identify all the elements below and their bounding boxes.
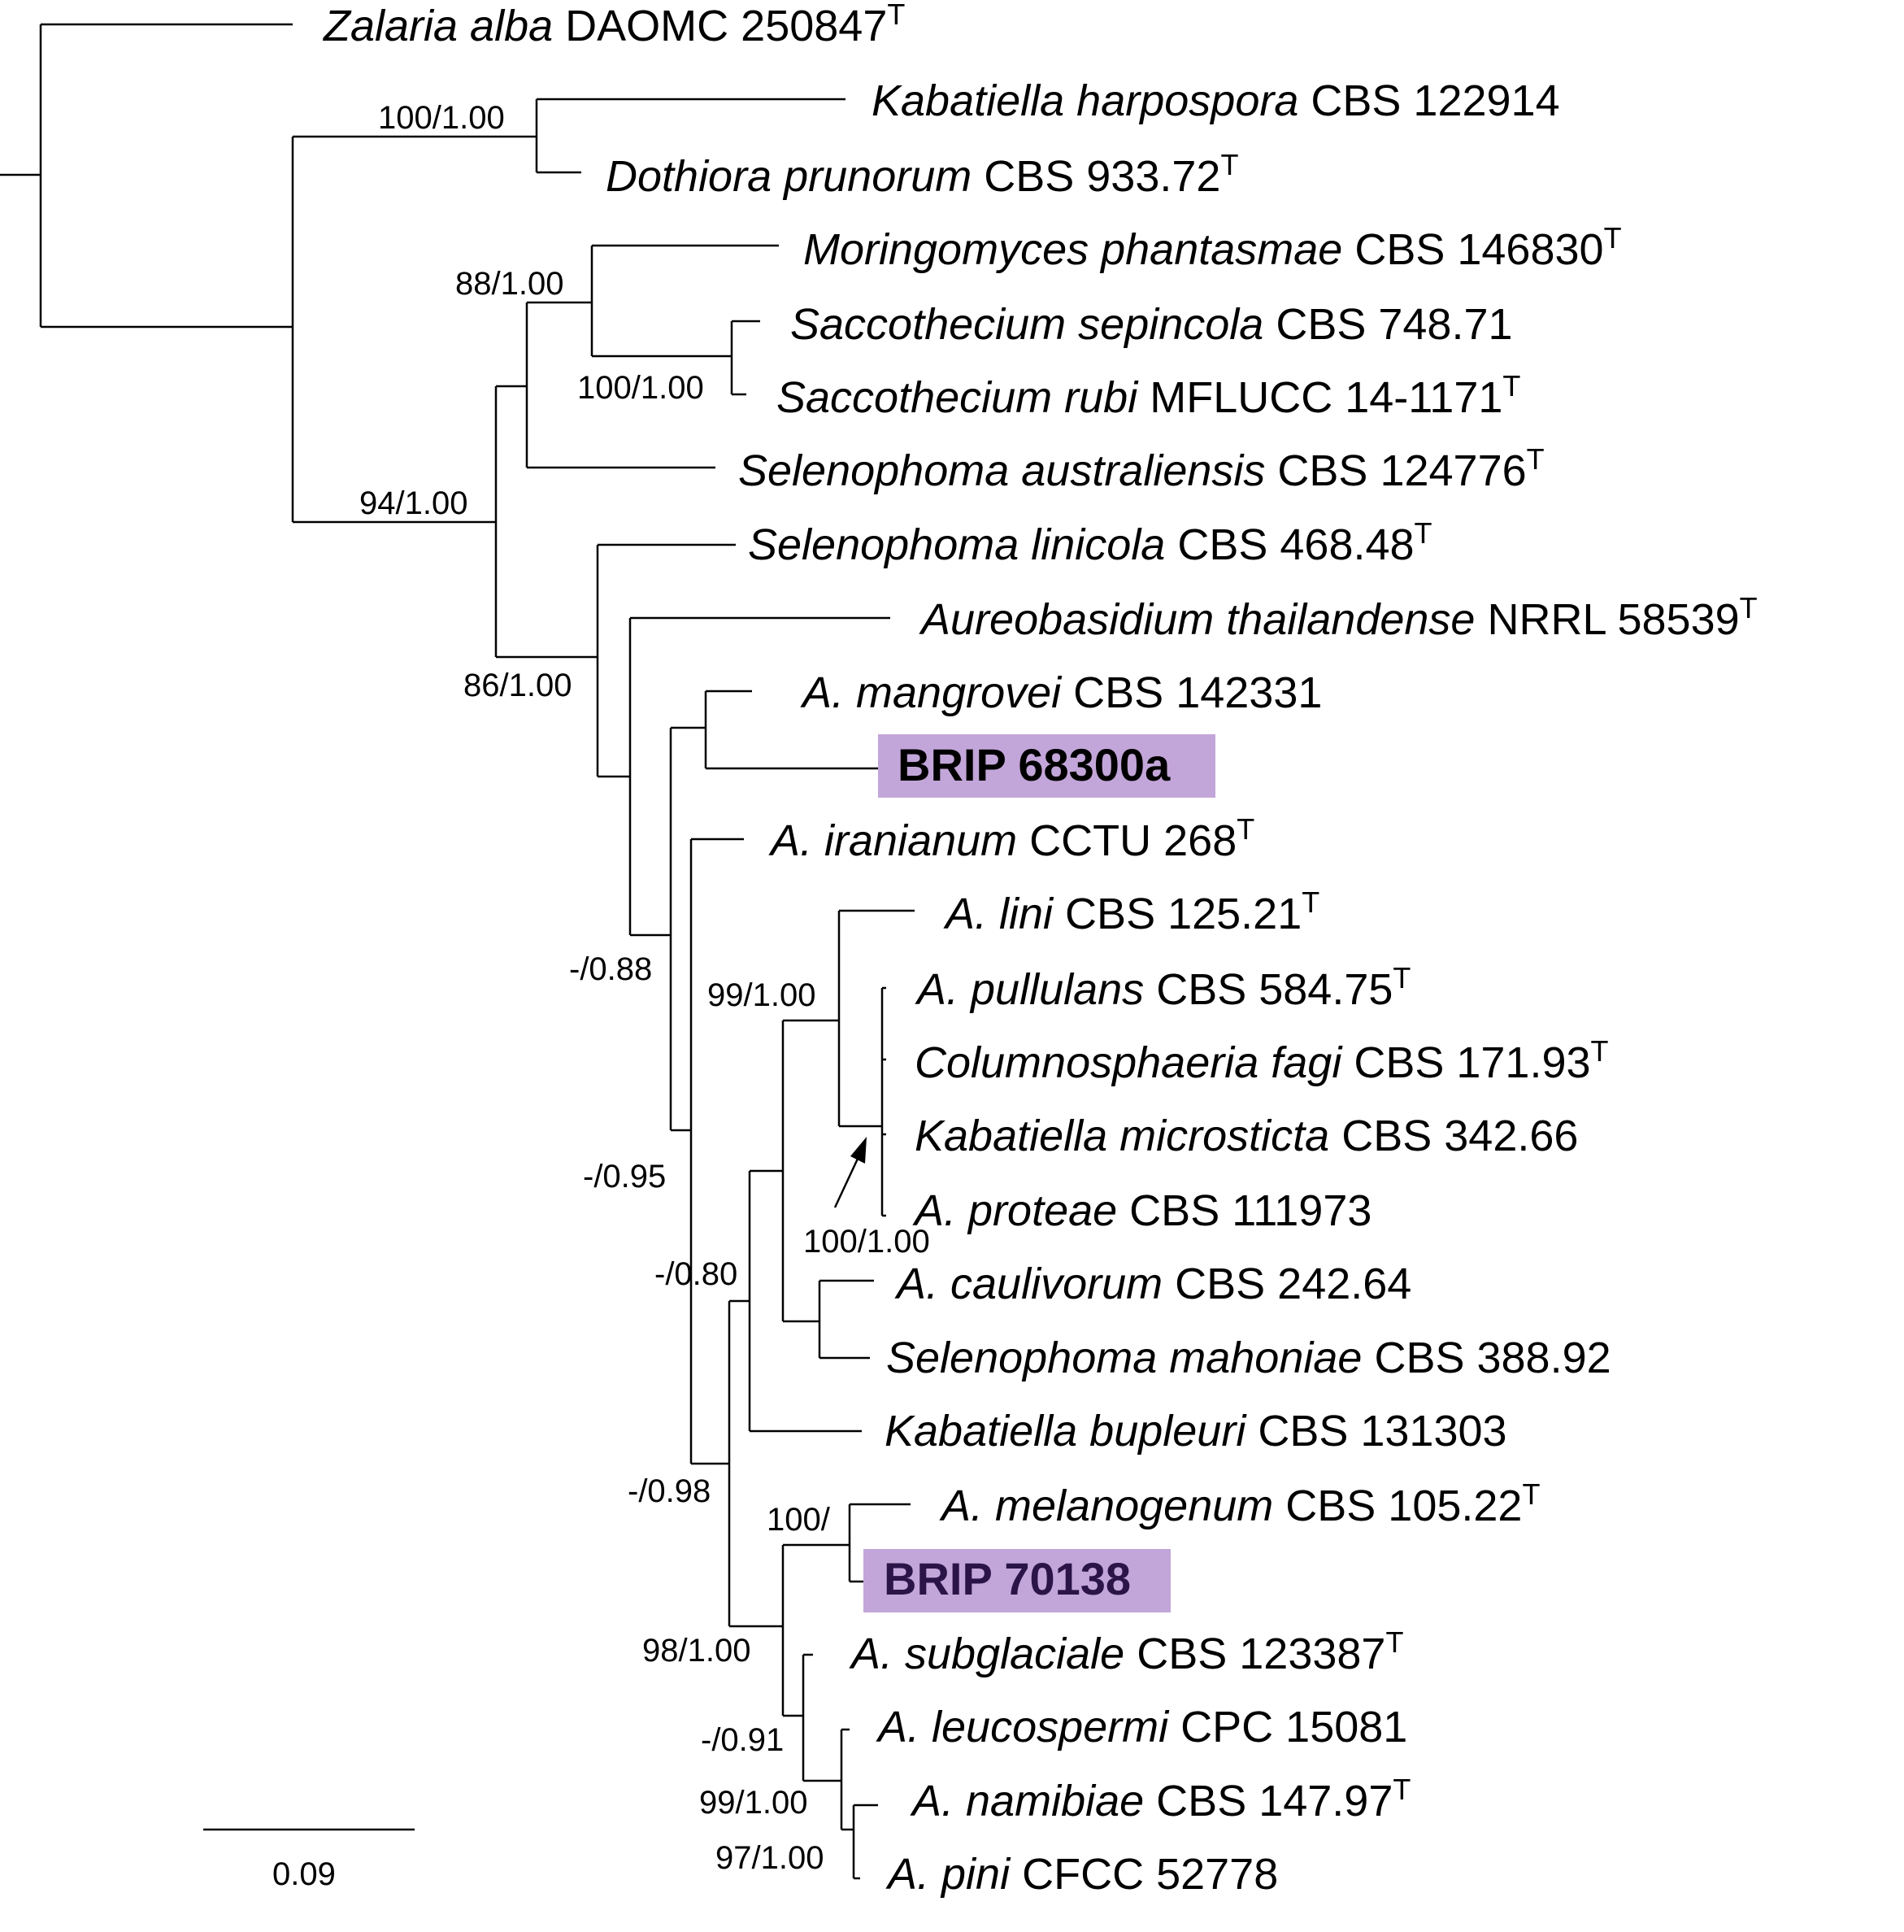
taxon-label: A. pini CFCC 52778 (885, 1850, 1278, 1899)
taxon-label: Selenophoma mahoniae CBS 388.92 (886, 1334, 1611, 1382)
branch-node-095 (689, 838, 744, 1465)
taxon-label: A. iranianum CCTU 268T (768, 812, 1254, 865)
support-value: -/0.80 (654, 1256, 737, 1292)
taxon-label: A. leucospermi CPC 15081 (876, 1703, 1407, 1751)
taxon-label: Dothiora prunorum CBS 933.72T (606, 148, 1238, 201)
highlight-box-brip-68300a (878, 734, 1215, 798)
taxon-label: Saccothecium sepincola CBS 748.71 (790, 300, 1513, 349)
branch-node-99-lini (781, 1019, 839, 1323)
branch-node-pullulans (880, 986, 886, 1217)
support-value: 97/1.00 (715, 1840, 824, 1876)
highlight-label-brip-68300a: BRIP 68300a (898, 739, 1171, 790)
taxon-label: Selenophoma australiensis CBS 124776T (738, 442, 1545, 495)
taxon-label: Selenophoma linicola CBS 468.48T (748, 516, 1432, 569)
taxon-label: Moringomyces phantasmae CBS 146830T (803, 221, 1622, 274)
taxon-label: A. pullulans CBS 584.75T (915, 961, 1411, 1014)
taxon-label: Zalaria alba DAOMC 250847T (322, 0, 905, 50)
tree-branches (0, 23, 915, 1880)
branch-node-moringomyces (590, 244, 779, 358)
branch-node-88 (525, 301, 715, 469)
highlight-label-brip-70138: BRIP 70138 (884, 1553, 1131, 1604)
support-value: 99/1.00 (707, 977, 815, 1013)
support-value: 88/1.00 (455, 266, 563, 302)
taxon-label: A. lini CBS 125.21T (943, 886, 1319, 938)
branch-node-mangrovei (704, 690, 882, 770)
branch-node-melanogenum (848, 1503, 911, 1583)
branch-node-86 (596, 543, 736, 778)
taxon-label: A. namibiae CBS 147.97T (910, 1773, 1411, 1825)
taxon-label: Saccothecium rubi MFLUCC 14-1171T (776, 369, 1520, 422)
branch-node-ingroup (291, 135, 537, 524)
support-value: -/0.91 (701, 1722, 784, 1758)
taxon-label: A. caulivorum CBS 242.64 (894, 1260, 1411, 1308)
taxon-label: Kabatiella harpospora CBS 122914 (872, 76, 1560, 125)
support-value: 100/1.00 (803, 1224, 930, 1260)
taxon-label: Kabatiella microsticta CBS 342.66 (915, 1112, 1578, 1160)
branch-node-namibiae (852, 1804, 878, 1880)
branch-node-99-leucospermi (840, 1728, 854, 1831)
branch-node-aureobasidium (628, 616, 890, 937)
scale-bar-label: 0.09 (272, 1856, 336, 1892)
taxon-label: Aureobasidium thailandense NRRL 58539T (919, 591, 1758, 644)
taxon-labels: Zalaria alba DAOMC 250847T Kabatiella ha… (322, 0, 1758, 1899)
branch-node-091 (802, 1653, 841, 1782)
branch-node-98 (781, 1543, 850, 1717)
highlight-box-brip-70138 (863, 1549, 1171, 1612)
branch-node-saccothecium (730, 320, 760, 396)
support-value: -/0.95 (583, 1159, 666, 1194)
taxon-label: Columnosphaeria fagi CBS 171.93T (915, 1034, 1609, 1087)
branch-node-080 (748, 1169, 862, 1433)
branch-node-kabatiella-dothiora (535, 98, 845, 174)
branch-node-098 (728, 1299, 783, 1628)
branch-node-caulivorum (818, 1279, 874, 1360)
support-value: 100/1.00 (577, 370, 704, 406)
branch-node-lini (837, 909, 915, 1128)
support-value: 99/1.00 (699, 1785, 807, 1821)
taxon-label: A. melanogenum CBS 105.22T (939, 1477, 1540, 1530)
support-values: 100/1.00 88/1.00 100/1.00 94/1.00 86/1.0… (359, 100, 930, 1876)
branch-node-088 (669, 726, 706, 1132)
scale-bar: 0.09 (203, 1828, 415, 1892)
taxon-label: Kabatiella bupleuri CBS 131303 (885, 1407, 1507, 1456)
taxon-label: A. subglaciale CBS 123387T (849, 1625, 1403, 1678)
branch-node-94 (494, 385, 598, 659)
support-value: 98/1.00 (642, 1633, 750, 1669)
support-value: 100/1.00 (378, 100, 505, 136)
taxon-label: A. mangrovei CBS 142331 (800, 668, 1322, 717)
support-value: -/0.98 (628, 1473, 711, 1509)
annotation-arrow (833, 1137, 867, 1208)
branch-node-root (39, 23, 293, 329)
support-value: 86/1.00 (463, 668, 572, 703)
taxon-label: A. proteae CBS 111973 (912, 1186, 1371, 1235)
support-value: 100/ (767, 1502, 831, 1538)
support-value: -/0.88 (569, 951, 652, 987)
support-value: 94/1.00 (359, 485, 467, 521)
